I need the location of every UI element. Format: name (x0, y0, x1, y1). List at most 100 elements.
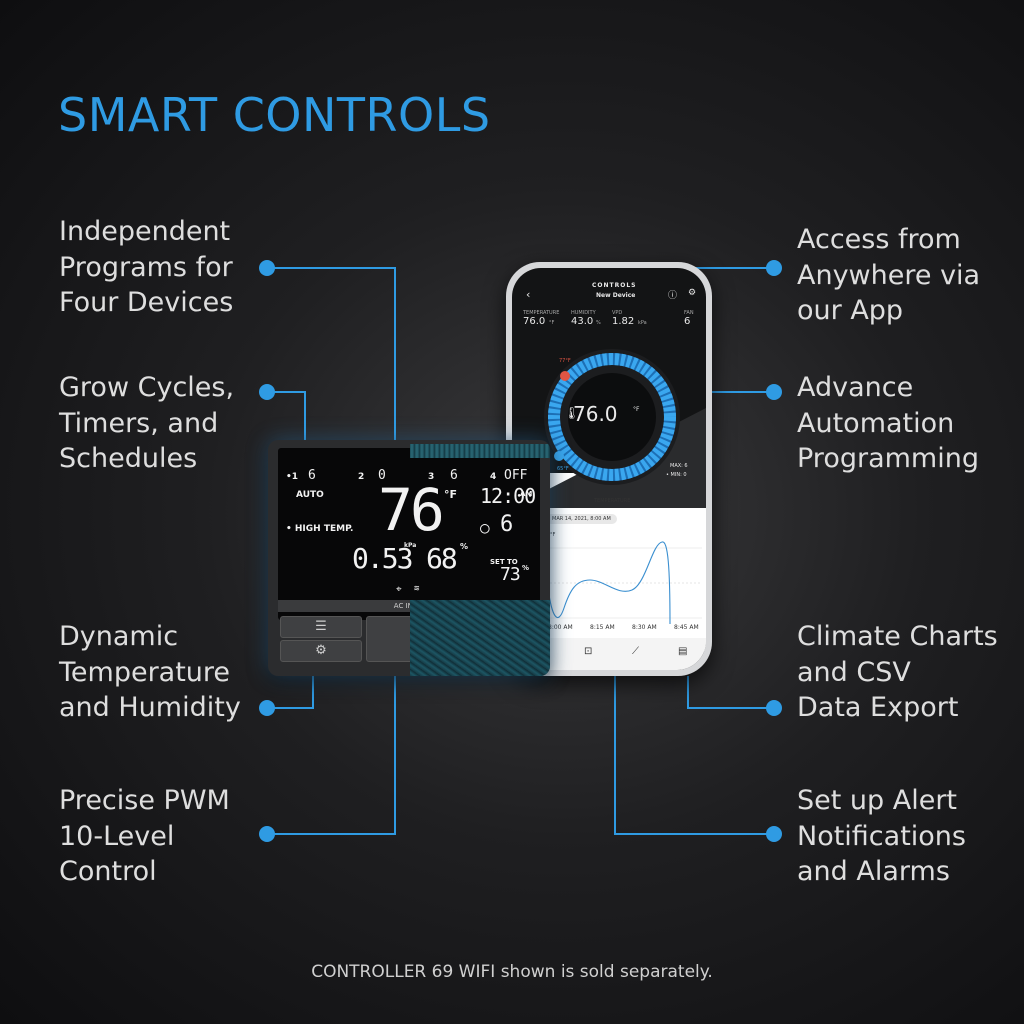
humidity-unit: % (460, 542, 469, 551)
info-icon[interactable]: ⓘ (668, 291, 678, 301)
stat-value-temperature: 76.0 (523, 316, 546, 327)
chart-tooltip: MAR 14, 2021, 8:00 AM (546, 514, 617, 524)
port-1-value: 6 (308, 468, 316, 483)
chart-xtick: 8:30 AM (632, 624, 657, 631)
feature-advance-automation: Advance Automation Programming (797, 370, 979, 477)
port-2-value: 0 (378, 468, 386, 483)
controller-lcd: •1 6 2 0 3 6 4 OFF AUTO • HIGH TEMP. 76 … (278, 448, 540, 620)
feature-line: Automation (797, 407, 955, 439)
list-icon[interactable]: ▤ (678, 646, 688, 657)
feature-line: and CSV (797, 656, 911, 688)
dot-automation (766, 384, 782, 400)
stat-label-humidity: HUMIDITY (571, 310, 596, 316)
feature-precise-pwm: Precise PWM 10-Level Control (59, 783, 230, 890)
settings-button[interactable]: ⚙ (280, 640, 362, 662)
app-icon[interactable]: ⊡ (584, 646, 593, 657)
feature-line: Access from (797, 224, 961, 255)
feature-dynamic-temperature: Dynamic Temperature and Humidity (59, 619, 241, 726)
mode-label: AUTO (296, 490, 324, 500)
dot-app (766, 260, 782, 276)
gauge-high-marker (560, 371, 570, 381)
menu-icon: ☰ (315, 619, 327, 634)
feature-line: Data Export (797, 692, 959, 723)
feature-independent-programs: Independent Programs for Four Devices (59, 214, 233, 321)
feature-line: our App (797, 295, 904, 326)
fan-icon: ○ (480, 518, 490, 537)
feature-access-anywhere: Access from Anywhere via our App (797, 222, 980, 329)
chart-icon[interactable]: ⟋ (632, 646, 639, 657)
chart-xtick: 8:45 AM (674, 624, 699, 631)
chart-xtick: 8:15 AM (590, 624, 615, 631)
connector-dynamic-temp (267, 676, 314, 709)
gauge-high-label: 77°F (559, 358, 571, 364)
feature-line: Dynamic (59, 621, 179, 652)
connector-charts (687, 676, 774, 709)
feature-line: and Alarms (797, 856, 950, 887)
feature-line: Advance (797, 372, 914, 403)
set-to-unit: % (522, 564, 530, 572)
menu-button[interactable]: ☰ (280, 616, 362, 638)
device-name[interactable]: New Device (596, 292, 636, 299)
vpd-reading: 0.53 (352, 542, 413, 575)
circuit-board-overlay-top (410, 444, 550, 458)
stat-label-temperature: TEMPERATURE (523, 310, 560, 316)
alert-label: • HIGH TEMP. (286, 524, 354, 534)
thermometer-icon: 🌡 (564, 406, 580, 420)
dot-dynamic-temp (259, 700, 275, 716)
feature-line: Independent (59, 216, 231, 247)
clock-suffix: AM (520, 490, 533, 498)
port-4-label: 4 (490, 472, 497, 482)
temperature-chart[interactable] (546, 538, 702, 628)
temperature-gauge[interactable]: 76.0 °F 🌡 77°F 65°F (539, 344, 685, 490)
stat-unit-humidity: % (596, 320, 601, 326)
feature-grow-cycles: Grow Cycles, Timers, and Schedules (59, 370, 234, 477)
feature-line: Set up Alert (797, 785, 958, 816)
footnote: CONTROLLER 69 WIFI shown is sold separat… (311, 962, 713, 982)
stat-label-fan: FAN (684, 310, 694, 316)
stat-value-humidity: 43.0 (571, 316, 594, 327)
gear-icon[interactable]: ⚙ (688, 288, 697, 298)
dot-pwm (259, 826, 275, 842)
chart-temperature-line (547, 541, 671, 625)
dot-programs (259, 260, 275, 276)
page-title: SMART CONTROLS (58, 88, 491, 142)
humidity-reading: 68 (426, 542, 458, 575)
wifi-icon: ≋ (414, 584, 420, 594)
stat-label-vpd: VPD (612, 310, 623, 316)
feature-line: Timers, and (59, 407, 219, 439)
feature-line: Control (59, 856, 157, 887)
feature-alert-notifications: Set up Alert Notifications and Alarms (797, 783, 966, 890)
connector-pwm (267, 676, 396, 835)
chart-xtick: 8:00 AM (548, 624, 573, 631)
target-icon: ⌖ (396, 584, 402, 595)
gauge-low-label: 65°F (557, 466, 569, 472)
temperature-unit: °F (444, 488, 458, 501)
chart-unit: °F (550, 532, 556, 538)
connector-grow-cycles (267, 391, 306, 440)
feature-line: Programming (797, 443, 979, 474)
gauge-unit: °F (633, 406, 640, 413)
brand-label: AC INFIN (393, 602, 425, 610)
back-icon[interactable]: ‹ (526, 288, 531, 301)
dot-alerts (766, 826, 782, 842)
dot-charts (766, 700, 782, 716)
chart-title: TEMPERATURE (594, 498, 631, 504)
min-label: • MIN: 0 (666, 472, 687, 478)
set-to-label: SET TO (490, 558, 518, 566)
feature-line: Schedules (59, 443, 198, 474)
control-button[interactable] (366, 616, 416, 662)
feature-line: Four Devices (59, 287, 234, 318)
gauge-low-marker (554, 451, 564, 461)
feature-line: Anywhere via (797, 259, 981, 291)
max-label: MAX: 6 (670, 463, 688, 469)
stat-value-fan: 6 (684, 316, 691, 327)
feature-line: Grow Cycles, (59, 372, 235, 403)
port-1-label: •1 (286, 472, 299, 482)
feature-line: Notifications (797, 820, 966, 852)
header-title: CONTROLS (592, 282, 637, 289)
feature-line: Precise PWM (59, 785, 230, 816)
port-4-value: OFF (504, 468, 528, 483)
stat-value-vpd: 1.82 (612, 316, 635, 327)
feature-climate-charts: Climate Charts and CSV Data Export (797, 619, 998, 726)
